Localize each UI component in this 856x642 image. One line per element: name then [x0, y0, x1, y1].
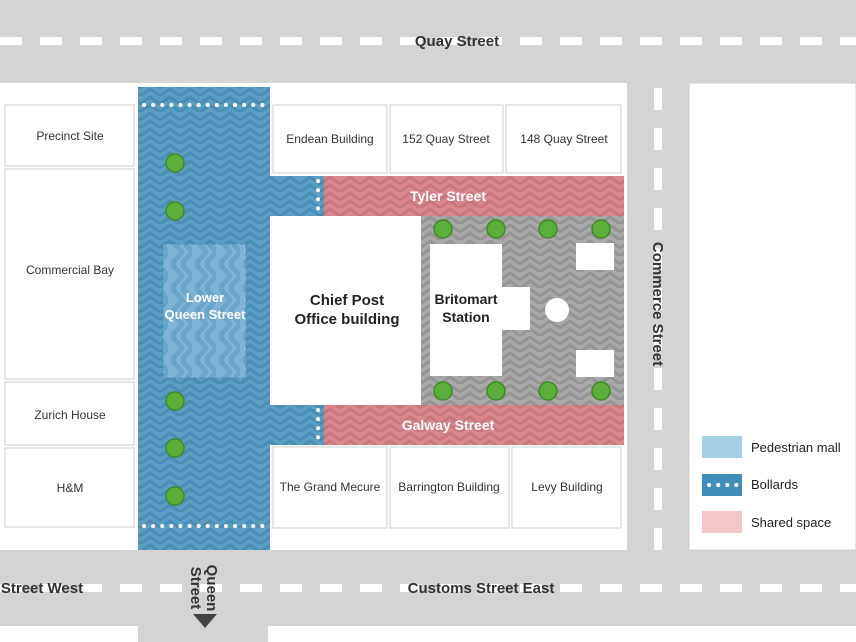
- building-grand-mecure: [272, 446, 388, 529]
- label-chief-post-line1: Chief Post: [310, 292, 384, 309]
- plaza-block-lower: [576, 350, 614, 377]
- label-quay-street: Quay Street: [415, 33, 499, 50]
- legend-label-bollards: Bollards: [751, 477, 798, 492]
- label-commerce-street: Commerce Street: [649, 242, 666, 366]
- building-148-quay-street: [505, 104, 622, 174]
- road-commerce-street: [627, 83, 689, 550]
- building-chief-post-office: [273, 216, 421, 405]
- tree: [486, 219, 506, 239]
- plaza-block-upper: [576, 243, 614, 270]
- label-zurich-house: Zurich House: [34, 408, 106, 422]
- building-zurich-house: [4, 381, 135, 446]
- label-148-quay-street: 148 Quay Street: [520, 132, 608, 146]
- label-queen-street: Queen Street: [187, 565, 220, 612]
- label-levy-building: Levy Building: [531, 480, 602, 494]
- label-hm: H&M: [57, 481, 84, 495]
- road-queen-street: [138, 550, 268, 642]
- legend-swatch-pedestrian-mall: [702, 436, 742, 458]
- label-grand-mecure: The Grand Mecure: [280, 480, 381, 494]
- label-endean-building: Endean Building: [286, 132, 373, 146]
- legend-swatch-bollards: [702, 474, 742, 496]
- building-152-quay-street: [389, 104, 504, 174]
- road-bottom-left-footpath: [0, 626, 138, 642]
- shared-space-galway-street: [324, 405, 624, 445]
- label-barrington-building: Barrington Building: [398, 480, 499, 494]
- plaza-roundel: [545, 298, 569, 322]
- building-precinct-site: [4, 104, 135, 167]
- label-152-quay-street: 152 Quay Street: [402, 132, 490, 146]
- legend-label-shared-space: Shared space: [751, 515, 831, 530]
- road-bottom-right-footpath: [268, 626, 856, 642]
- legend-swatch-shared-space: [702, 511, 742, 533]
- label-britomart-line1: Britomart: [434, 291, 497, 307]
- shared-space-tyler-street: [324, 176, 624, 216]
- tree: [486, 381, 506, 401]
- tree: [165, 486, 185, 506]
- legend-label-pedestrian-mall: Pedestrian mall: [751, 440, 841, 455]
- tree: [165, 201, 185, 221]
- tree: [165, 153, 185, 173]
- tree: [433, 381, 453, 401]
- building-barrington: [389, 446, 510, 529]
- label-galway-street: Galway Street: [402, 417, 495, 433]
- label-lower-queen-line2: Queen Street: [165, 307, 247, 322]
- label-tyler-street: Tyler Street: [410, 188, 486, 204]
- label-customs-street-east: Customs Street East: [408, 580, 555, 597]
- tree: [538, 219, 558, 239]
- tree: [591, 219, 611, 239]
- tree: [538, 381, 558, 401]
- label-chief-post-line2: Office building: [295, 311, 400, 328]
- legend: Pedestrian mall Bollards Shared space: [702, 436, 841, 533]
- label-britomart-line2: Station: [442, 309, 489, 325]
- label-queen-street-line2: Street: [187, 567, 204, 610]
- arrow-down-icon: [193, 614, 217, 628]
- building-endean: [272, 104, 388, 174]
- tree: [165, 391, 185, 411]
- road-quay-street: [0, 0, 856, 83]
- right-block: [688, 82, 856, 551]
- building-hm: [4, 447, 135, 528]
- label-commercial-bay: Commercial Bay: [26, 263, 114, 277]
- trees: [165, 153, 611, 506]
- building-levy: [511, 446, 622, 529]
- tree: [433, 219, 453, 239]
- tree: [165, 438, 185, 458]
- label-lower-queen-line1: Lower: [186, 290, 224, 305]
- tree: [591, 381, 611, 401]
- label-precinct-site: Precinct Site: [36, 129, 104, 143]
- building-commercial-bay: [4, 168, 135, 380]
- label-queen-street-line1: Queen: [203, 565, 220, 612]
- label-customs-street-west: Street West: [1, 580, 83, 597]
- lower-queen-street-feature: [162, 243, 247, 379]
- building-britomart-station: [430, 244, 530, 376]
